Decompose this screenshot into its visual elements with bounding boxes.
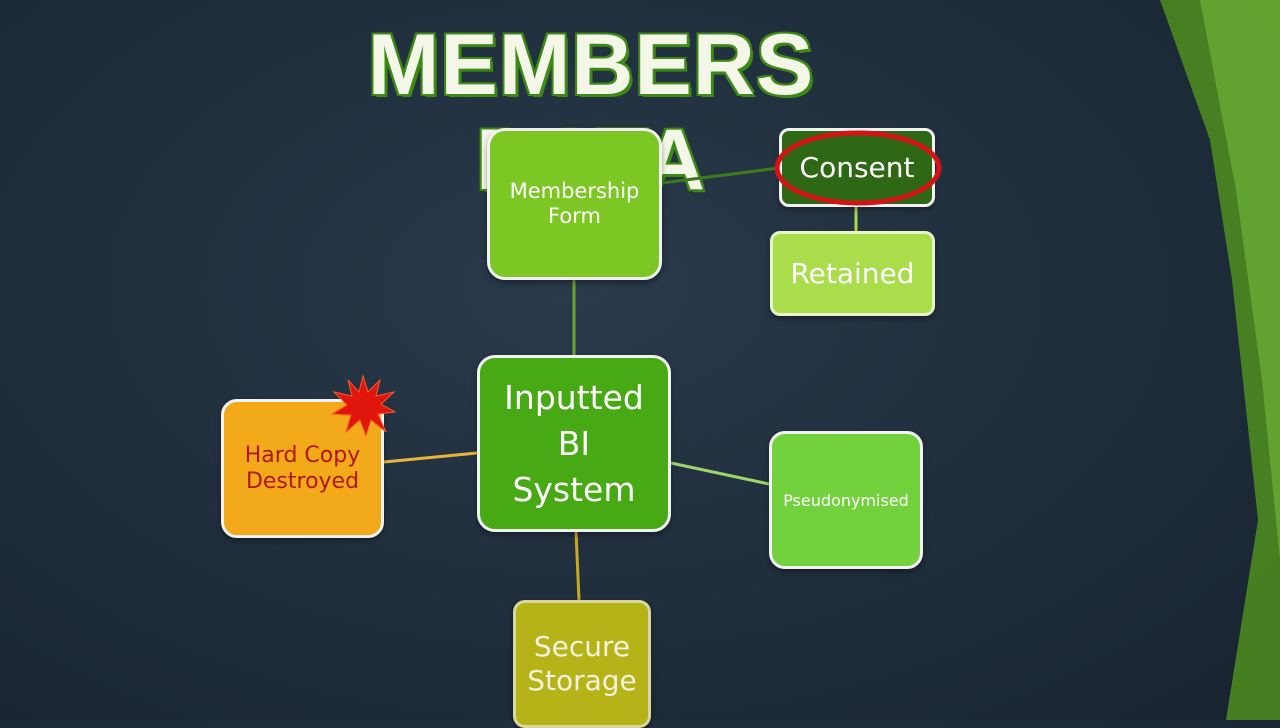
link-inputted-pseudo	[670, 461, 770, 486]
node-inputted-bi-system: Inputted BI System	[477, 355, 671, 532]
explosion-burst-icon	[330, 374, 396, 438]
node-hard-copy-destroyed-label: Hard Copy Destroyed	[244, 442, 361, 494]
node-secure-storage: Secure Storage	[513, 600, 651, 728]
node-consent-label: Consent	[799, 151, 915, 184]
node-secure-storage-label: Secure Storage	[527, 630, 637, 697]
node-pseudonymised: Pseudonymised	[769, 431, 923, 569]
node-pseudonymised-label: Pseudonymised	[783, 490, 909, 510]
red-circle-highlight-icon	[774, 130, 942, 206]
node-inputted-bi-system-label: Inputted BI System	[504, 377, 644, 509]
link-membership-consent	[661, 166, 780, 185]
node-hard-copy-destroyed: Hard Copy Destroyed	[221, 399, 384, 538]
node-membership-form-label: Membership Form	[509, 179, 640, 228]
node-retained: Retained	[770, 231, 935, 316]
link-inputted-hardcopy	[383, 451, 478, 464]
node-retained-label: Retained	[790, 257, 915, 290]
node-membership-form: Membership Form	[487, 128, 662, 280]
link-inputted-secure	[574, 531, 581, 601]
